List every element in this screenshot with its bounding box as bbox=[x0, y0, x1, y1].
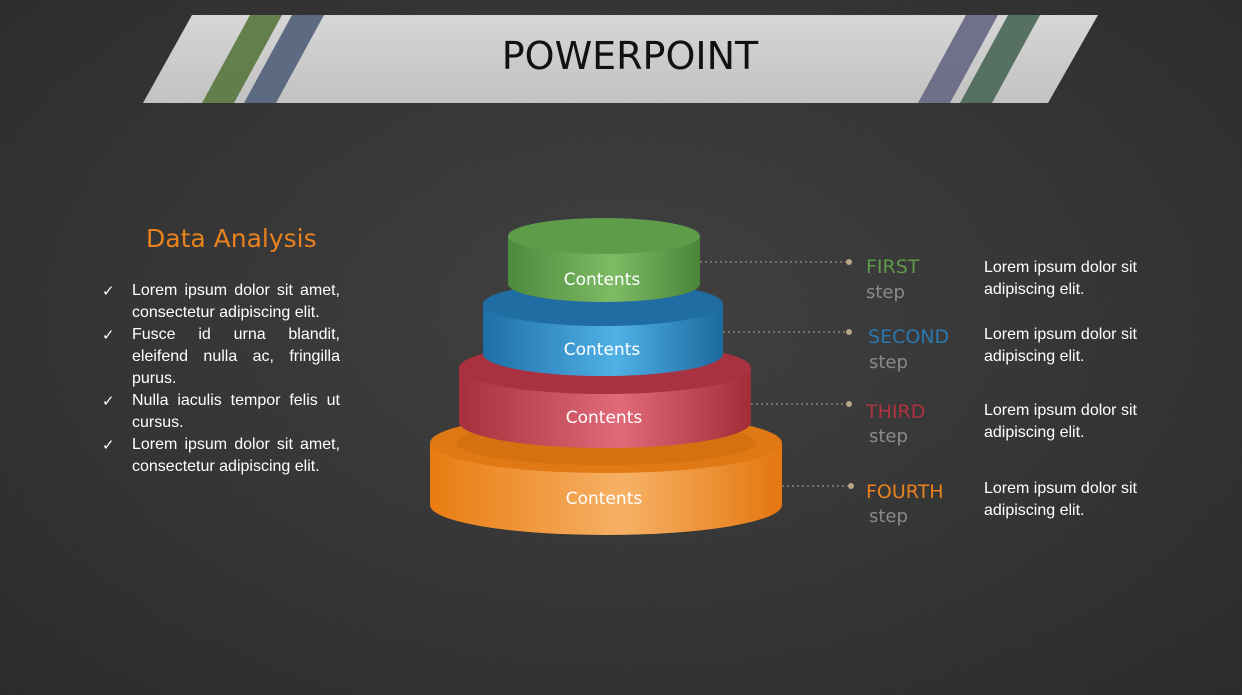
page-title: POWERPOINT bbox=[501, 34, 759, 78]
bullet-list: ✓Lorem ipsum dolor sit amet, consectetur… bbox=[100, 280, 340, 478]
step-name-second: SECOND bbox=[868, 326, 950, 348]
layer-label-3: Contents bbox=[565, 408, 643, 428]
step-word: step bbox=[866, 282, 905, 303]
connector-dot bbox=[846, 259, 852, 265]
layer-label-1: Contents bbox=[563, 270, 641, 290]
step-description: Lorem ipsum dolor sit adipiscing elit. bbox=[984, 402, 1137, 441]
connector-dot bbox=[846, 329, 852, 335]
step-description: Lorem ipsum dolor sit adipiscing elit. bbox=[984, 259, 1137, 298]
step-word: step bbox=[869, 506, 908, 527]
step-name-third: THIRD bbox=[866, 401, 926, 423]
step-word: step bbox=[869, 426, 908, 447]
check-icon: ✓ bbox=[102, 392, 115, 410]
layer-label-2: Contents bbox=[563, 340, 641, 360]
step-word: step bbox=[869, 352, 908, 373]
step-name-fourth: FOURTH bbox=[866, 481, 944, 503]
list-item: ✓Nulla iaculis tempor felis ut cursus. bbox=[102, 392, 340, 431]
check-icon: ✓ bbox=[102, 282, 115, 300]
check-icon: ✓ bbox=[102, 326, 115, 344]
step-name-first: FIRST bbox=[866, 256, 920, 278]
header-banner bbox=[143, 15, 1098, 103]
layer-label-4: Contents bbox=[565, 489, 643, 509]
list-item: ✓Lorem ipsum dolor sit amet, consectetur… bbox=[102, 282, 340, 321]
step-description: Lorem ipsum dolor sit adipiscing elit. bbox=[984, 480, 1137, 519]
section-title: Data Analysis bbox=[146, 224, 317, 253]
connector-dot bbox=[848, 483, 854, 489]
check-icon: ✓ bbox=[102, 436, 115, 454]
step-description: Lorem ipsum dolor sit adipiscing elit. bbox=[984, 326, 1137, 365]
cake-layer-1 bbox=[508, 218, 700, 302]
list-item: ✓Fusce id urna blandit, eleifend nulla a… bbox=[102, 326, 340, 387]
connector-dot bbox=[846, 401, 852, 407]
list-item: ✓Lorem ipsum dolor sit amet, consectetur… bbox=[102, 436, 340, 475]
